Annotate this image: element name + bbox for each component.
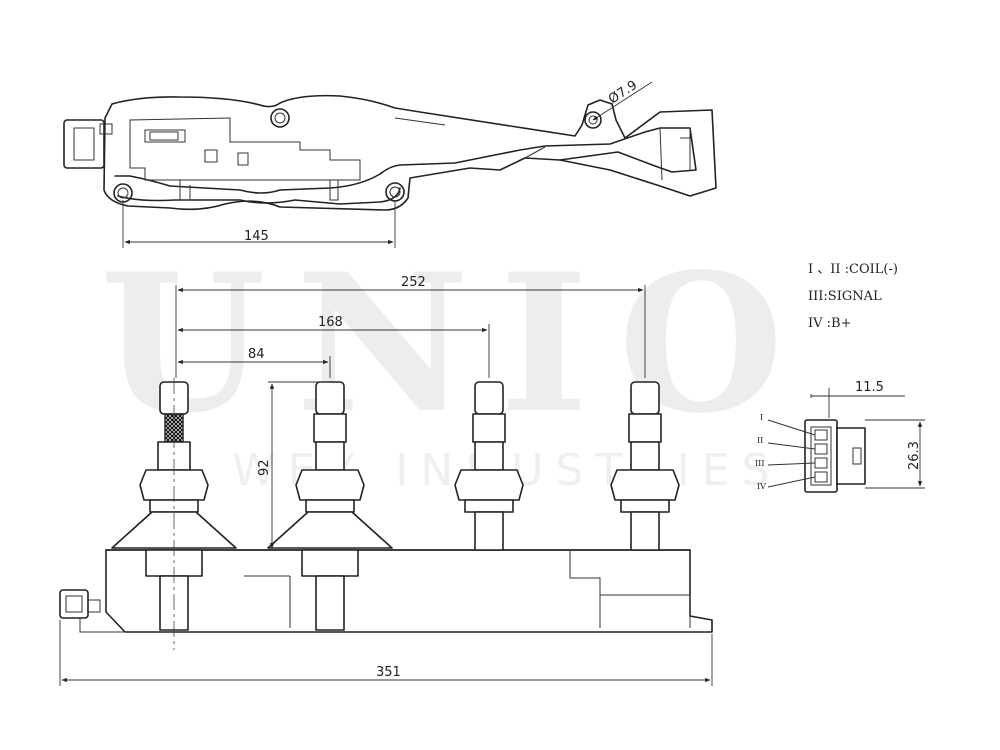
watermark-brand: UNIO xyxy=(100,232,814,455)
height-92-dimension: 92 xyxy=(257,381,330,549)
spacing-252-label: 252 xyxy=(401,275,426,290)
pin-label-iv: IV xyxy=(757,482,766,491)
length-351-label: 351 xyxy=(376,665,401,680)
pin-legend: I 、II :COIL(-) III:SIGNAL IV :B+ xyxy=(808,262,898,331)
front-view xyxy=(59,378,713,650)
width-145-label: 145 xyxy=(244,229,269,244)
width-145-dimension: 145 xyxy=(122,200,396,248)
pin-label-iii: III xyxy=(755,459,764,468)
pin-label-i: I xyxy=(760,413,763,422)
hole-dimension: Ø7.9 xyxy=(592,78,653,121)
connector-height-label: 26.3 xyxy=(907,441,922,470)
spacing-168-label: 168 xyxy=(318,315,343,330)
pin-label-ii: II xyxy=(757,436,763,445)
coil-tower-3 xyxy=(454,381,524,551)
top-view xyxy=(63,94,717,211)
connector-width-label: 11.5 xyxy=(855,380,884,395)
legend-coil: I 、II :COIL(-) xyxy=(808,262,898,277)
spacing-dimensions: 252 168 84 xyxy=(175,275,646,378)
length-351-dimension: 351 xyxy=(59,620,713,686)
watermark: UNIO WEX INDUSTRIES xyxy=(100,232,814,496)
legend-signal: III:SIGNAL xyxy=(808,289,882,304)
hole-diameter-label: Ø7.9 xyxy=(606,78,640,107)
connector-detail: I II III IV 11.5 26.3 xyxy=(755,380,925,493)
legend-b-plus: IV :B+ xyxy=(808,316,851,331)
coil-tower-4 xyxy=(610,381,680,551)
spacing-84-label: 84 xyxy=(248,347,265,362)
height-92-label: 92 xyxy=(257,459,272,476)
